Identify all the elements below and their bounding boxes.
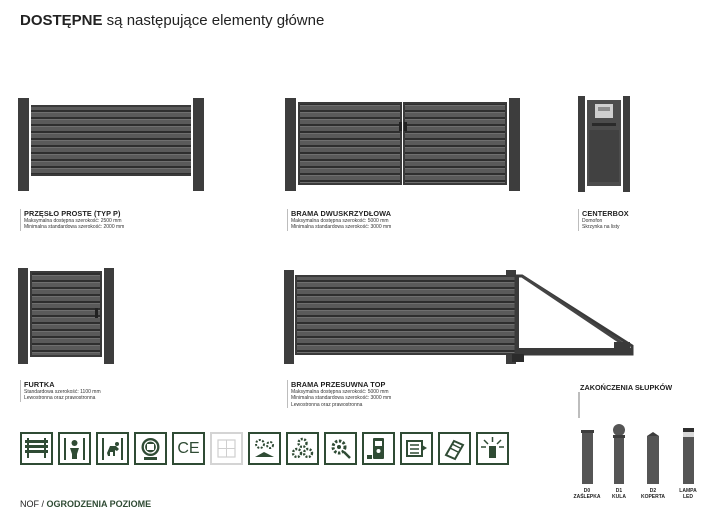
footer-prefix: NOF /: [20, 499, 47, 509]
caption-centerbox: CENTERBOX Domofon Skrzynka na listy: [578, 209, 629, 231]
fence-panel-icon: [20, 432, 53, 465]
caption-title: PRZĘSŁO PROSTE (TYP P): [24, 209, 121, 218]
caption-line: Lewostronna oraz prawostronna: [24, 395, 96, 402]
extension-icon: [400, 432, 433, 465]
automation-gear-icon: [324, 432, 357, 465]
caption-line: Lewostronna oraz prawostronna: [291, 401, 363, 408]
caption-fence-panel: PRZĘSŁO PROSTE (TYP P) Maksymalna dostęp…: [20, 209, 124, 231]
caption-line: Minimalna standardowa szerokość: 3000 mm: [291, 224, 392, 231]
post-endings-title: ZAKOŃCZENIA SŁUPKÓW: [580, 383, 673, 392]
ending-name: ZAŚLEPKA: [573, 494, 601, 500]
intercom-icon: [362, 432, 395, 465]
post-endings-picture: [581, 424, 694, 484]
caption-line: Maksymalna dostępna szerokość: 2500 mm: [24, 218, 122, 225]
caption-title: CENTERBOX: [582, 209, 629, 218]
feature-icons-row: CE: [20, 432, 509, 466]
sliding-gate-picture: [284, 270, 634, 364]
caption-wicket-gate: FURTKA Standardowa szerokość: 1100 mm Le…: [20, 380, 101, 402]
ending-code: D1: [615, 488, 623, 494]
centerbox-picture: [578, 96, 630, 192]
ending-name: KOPERTA: [640, 494, 666, 500]
caption-title: FURTKA: [24, 380, 55, 389]
fence-panel-picture: [18, 98, 204, 191]
caption-line: Maksymalna dostępna szerokość: 5000 mm: [291, 218, 389, 225]
heading-rest: są następujące elementy główne: [102, 12, 325, 29]
caption-line: Domofon: [582, 218, 603, 225]
caption-line: Minimalna standardowa szerokość: 2000 mm: [24, 224, 125, 231]
caption-double-gate: BRAMA DWUSKRZYDŁOWA Maksymalna dostępna …: [287, 209, 391, 231]
ending-code: LAMPA: [679, 488, 697, 494]
caption-sliding-gate: BRAMA PRZESUWNA TOP Maksymalna dostępna …: [287, 380, 391, 408]
ending-name: KULA: [612, 494, 626, 500]
pet-protection-icon: [96, 432, 129, 465]
ending-name: LED: [683, 494, 693, 500]
ce-mark-text: CE: [177, 439, 200, 457]
caption-title: BRAMA DWUSKRZYDŁOWA: [291, 209, 392, 218]
endings-divider: [578, 392, 580, 418]
ending-code: D2: [649, 488, 657, 494]
adjustment-gears-icon: [286, 432, 319, 465]
page-heading: DOSTĘPNE są następujące elementy główne: [20, 12, 324, 29]
child-safety-icon: [58, 432, 91, 465]
led-lamp-icon: [476, 432, 509, 465]
wicket-gate-picture: [18, 268, 114, 364]
ce-mark-icon: CE: [172, 432, 205, 465]
caption-line: Skrzynka na listy: [582, 224, 620, 231]
caption-line: Minimalna standardowa szerokość: 3000 mm: [291, 395, 392, 402]
modular-grid-icon: [210, 432, 243, 465]
caption-line: Standardowa szerokość: 1100 mm: [24, 389, 101, 396]
installation-icon: [248, 432, 281, 465]
page-footer: NOF / OGRODZENIA POZIOME: [20, 499, 151, 509]
footer-section: OGRODZENIA POZIOME: [46, 499, 152, 509]
ending-code: D0: [583, 488, 591, 494]
fence-assembly-icon: [438, 432, 471, 465]
caption-title: BRAMA PRZESUWNA TOP: [291, 380, 386, 389]
caption-line: Maksymalna dostępna szerokość: 5000 mm: [291, 389, 389, 396]
warranty-seal-icon: [134, 432, 167, 465]
heading-bold: DOSTĘPNE: [20, 12, 103, 29]
double-gate-picture: [285, 98, 520, 191]
